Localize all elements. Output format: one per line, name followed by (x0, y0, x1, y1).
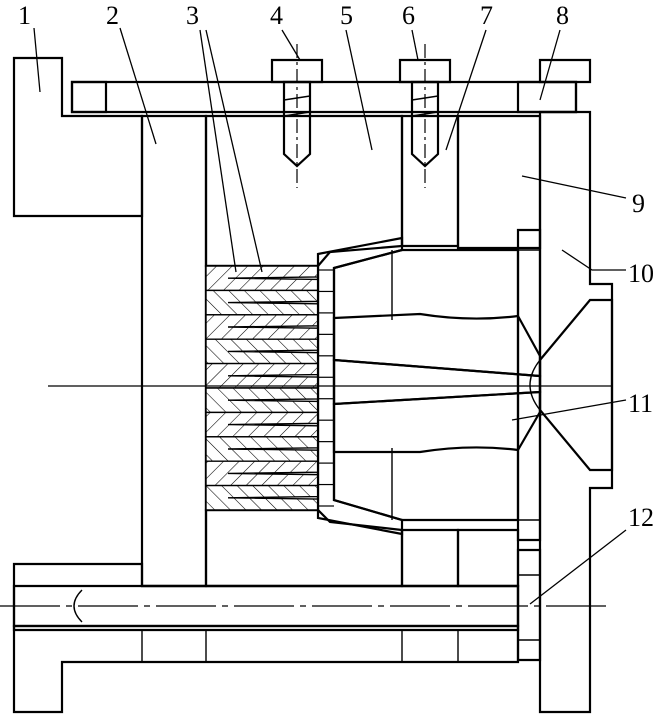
fin-plate (205, 411, 319, 438)
callout-10: 10 (628, 259, 654, 288)
part-2-left-plate (140, 114, 208, 588)
part-7-block (400, 114, 460, 248)
bolt-6 (398, 44, 452, 188)
part-11-core (332, 248, 542, 522)
fin-plate (205, 362, 319, 389)
part-3-fin-stack (204, 264, 334, 512)
part-9-right-block (456, 114, 542, 250)
bottom-rail (12, 562, 520, 714)
callout-6: 6 (402, 1, 415, 30)
fin-plate (205, 387, 319, 414)
fin-plate (205, 314, 319, 340)
callout-labels: 1 2 3 4 5 6 7 8 9 10 11 12 (18, 1, 654, 532)
part-8-top-plate (70, 58, 592, 114)
leader-lines (33, 27, 627, 605)
callout-7: 7 (480, 1, 493, 30)
callout-11: 11 (628, 389, 653, 418)
callout-3: 3 (186, 1, 199, 30)
callout-12: 12 (628, 503, 654, 532)
callout-9: 9 (632, 189, 645, 218)
callout-4: 4 (270, 1, 283, 30)
callout-1: 1 (18, 1, 31, 30)
callout-5: 5 (340, 1, 353, 30)
fin-plate (205, 460, 319, 487)
bolt-4 (270, 44, 324, 188)
fin-plate (205, 484, 319, 511)
centerlines (0, 385, 612, 607)
fin-plate (205, 338, 319, 365)
callout-2: 2 (106, 1, 119, 30)
lower-block (204, 508, 520, 588)
part-10-right-plate (529, 110, 614, 714)
fin-plate (205, 289, 319, 316)
callout-8: 8 (556, 1, 569, 30)
fin-plate (205, 436, 319, 462)
